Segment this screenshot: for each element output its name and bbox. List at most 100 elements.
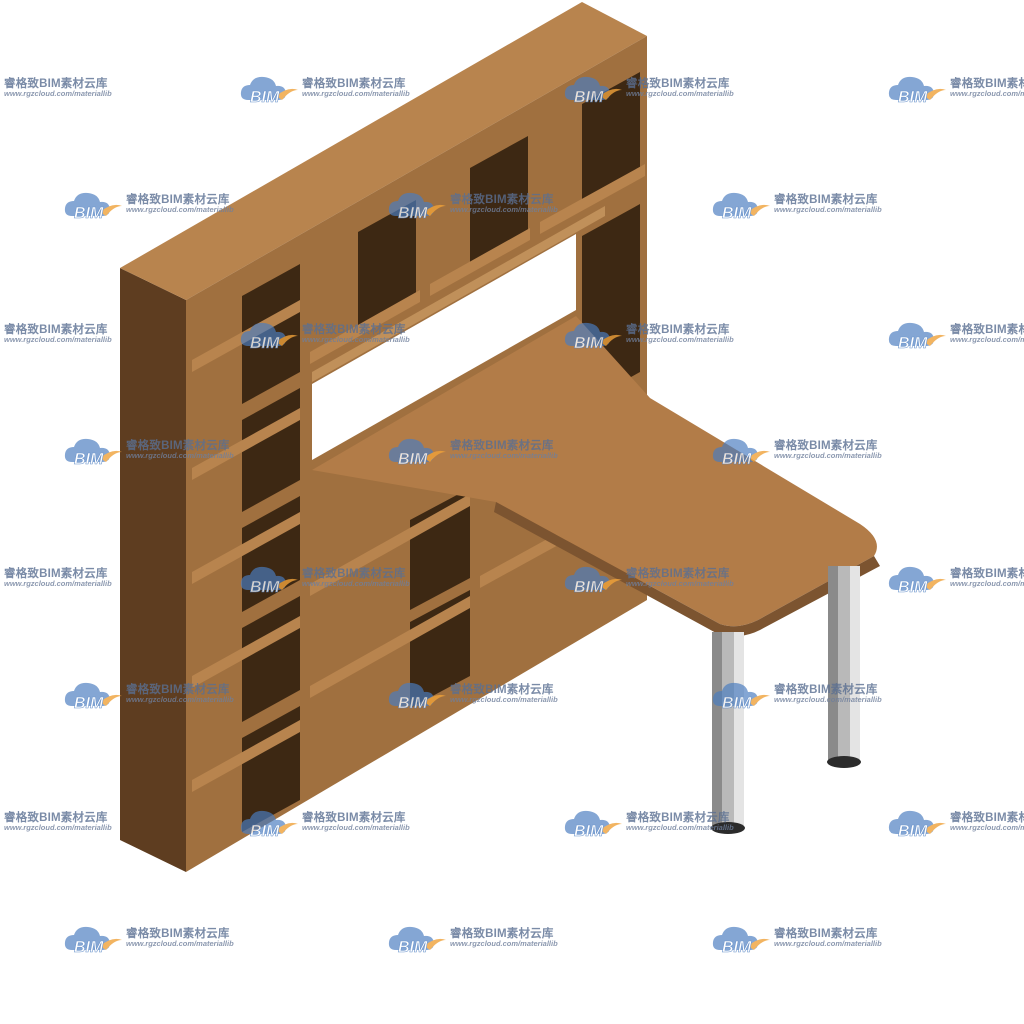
desk-window-opening xyxy=(312,234,576,460)
watermark-title: 睿格致BIM素材云库 xyxy=(774,440,878,452)
cloud-logo-icon: BIM xyxy=(0,806,2,842)
logo-text: BIM xyxy=(574,579,604,596)
watermark: BIM睿格致BIM素材云库www.rgzcloud.com/materialli… xyxy=(886,562,1024,602)
cloud-logo-icon: BIM xyxy=(64,682,122,712)
cloud-logo-icon: BIM xyxy=(388,682,446,712)
watermark: BIM 睿格致BIM素材云库www.rgzcloud.com/materialli… xyxy=(886,806,1024,846)
watermark-url: www.rgzcloud.com/materiallib xyxy=(126,695,234,704)
watermark-title: 睿格致BIM素材云库 xyxy=(950,78,1024,90)
watermark-title: 睿格致BIM素材云库 xyxy=(950,568,1024,580)
cloud-logo-icon: BIM xyxy=(240,76,298,106)
watermark-title: 睿格致BIM素材云库 xyxy=(626,812,730,824)
logo-text: BIM xyxy=(898,823,928,840)
logo-text: BIM xyxy=(722,205,752,222)
logo-text: BIM xyxy=(250,579,280,596)
watermark: BIM睿格致BIM素材云库www.rgzcloud.com/materialli… xyxy=(0,318,130,358)
watermark-title: 睿格致BIM素材云库 xyxy=(4,812,108,824)
watermark-title: 睿格致BIM素材云库 xyxy=(450,194,554,206)
cloud-logo-icon: BIM xyxy=(64,926,122,956)
watermark-url: www.rgzcloud.com/materiallib xyxy=(450,939,558,948)
watermark-url: www.rgzcloud.com/materiallib xyxy=(302,335,410,344)
logo-text: BIM xyxy=(250,89,280,106)
logo-text: BIM xyxy=(574,89,604,106)
watermark-url: www.rgzcloud.com/materiallib xyxy=(626,579,734,588)
watermark-url: www.rgzcloud.com/materiallib xyxy=(626,335,734,344)
logo-text: BIM xyxy=(250,823,280,840)
desk-legs xyxy=(711,566,861,834)
watermark-url: www.rgzcloud.com/materiallib xyxy=(4,579,112,588)
watermark-title: 睿格致BIM素材云库 xyxy=(774,928,878,940)
cloud-logo-icon: BIM xyxy=(64,192,122,222)
watermark-url: www.rgzcloud.com/materiallib xyxy=(950,335,1024,344)
watermark: BIM 睿格致BIM素材云库www.rgzcloud.com/materialli… xyxy=(886,318,1024,358)
logo-text: BIM xyxy=(74,451,104,468)
cloud-logo-icon: BIM xyxy=(888,322,946,352)
cloud-logo-icon: BIM xyxy=(0,72,2,108)
watermark-title: 睿格致BIM素材云库 xyxy=(950,812,1024,824)
cloud-logo-icon: BIM xyxy=(888,76,946,106)
cloud-logo-icon: BIM xyxy=(0,318,2,354)
watermark-url: www.rgzcloud.com/materiallib xyxy=(4,335,112,344)
cabinet-top xyxy=(120,2,647,300)
watermark-url: www.rgzcloud.com/materiallib xyxy=(774,205,882,214)
watermark-url: www.rgzcloud.com/materiallib xyxy=(126,939,234,948)
watermark-url: www.rgzcloud.com/materiallib xyxy=(774,451,882,460)
cloud-logo-icon: BIM xyxy=(240,322,298,352)
watermark-url: www.rgzcloud.com/materiallib xyxy=(126,451,234,460)
cloud-logo-icon: BIM xyxy=(888,566,946,596)
watermark-title: 睿格致BIM素材云库 xyxy=(302,324,406,336)
logo-text: BIM xyxy=(574,335,604,352)
logo-text: BIM xyxy=(74,205,104,222)
watermark-title: 睿格致BIM素材云库 xyxy=(302,812,406,824)
logo-text: BIM xyxy=(898,89,928,106)
watermark-title: 睿格致BIM素材云库 xyxy=(126,440,230,452)
watermark-url: www.rgzcloud.com/materiallib xyxy=(302,579,410,588)
watermark-url: www.rgzcloud.com/materiallib xyxy=(950,89,1024,98)
logo-text: BIM xyxy=(722,939,752,956)
watermark-title: 睿格致BIM素材云库 xyxy=(4,78,108,90)
cloud-logo-icon: BIM xyxy=(564,566,622,596)
logo-text: BIM xyxy=(398,695,428,712)
watermark-url: www.rgzcloud.com/materiallib xyxy=(302,89,410,98)
cloud-logo-icon: BIM xyxy=(64,438,122,468)
watermark-title: 睿格致BIM素材云库 xyxy=(450,928,554,940)
watermark-url: www.rgzcloud.com/materiallib xyxy=(950,823,1024,832)
watermark-title: 睿格致BIM素材云库 xyxy=(950,324,1024,336)
watermark-title: 睿格致BIM素材云库 xyxy=(302,568,406,580)
logo-text: BIM xyxy=(722,695,752,712)
watermark: BIM 睿格致BIM素材云库www.rgzcloud.com/materialli… xyxy=(886,72,1024,112)
cloud-logo-icon: BIM xyxy=(388,192,446,222)
watermark-title: 睿格致BIM素材云库 xyxy=(126,928,230,940)
desk-edge xyxy=(494,502,880,637)
watermark: BIM睿格致BIM素材云库www.rgzcloud.com/materialli… xyxy=(0,806,130,846)
logo-text: BIM xyxy=(74,939,104,956)
watermark-url: www.rgzcloud.com/materiallib xyxy=(774,695,882,704)
watermark-title: 睿格致BIM素材云库 xyxy=(450,440,554,452)
watermark-title: 睿格致BIM素材云库 xyxy=(126,684,230,696)
logo-text: BIM xyxy=(250,335,280,352)
cloud-logo-icon: BIM xyxy=(712,192,770,222)
watermark-title: 睿格致BIM素材云库 xyxy=(626,78,730,90)
cloud-logo-icon: BIM xyxy=(388,926,446,956)
logo-text: BIM xyxy=(398,451,428,468)
cabinet-side-panel xyxy=(120,268,186,872)
logo-text: BIM xyxy=(722,451,752,468)
watermark-url: www.rgzcloud.com/materiallib xyxy=(302,823,410,832)
